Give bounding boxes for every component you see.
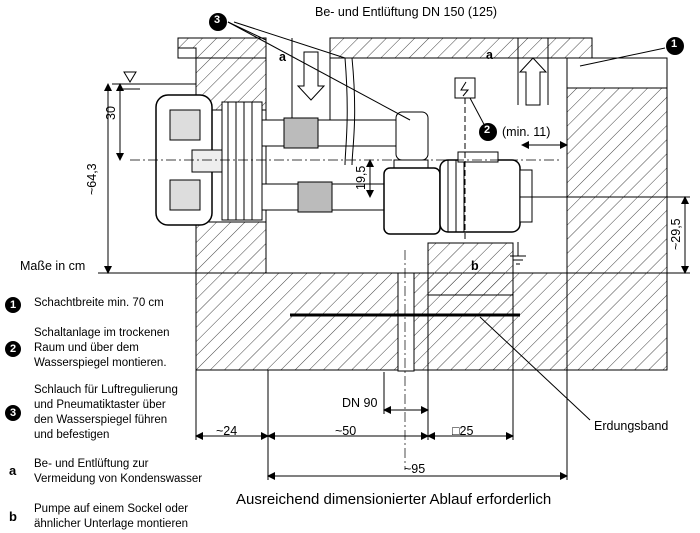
dim-25: □25 — [452, 424, 474, 438]
drain-pipe — [397, 272, 415, 372]
grounding-label: Erdungsband — [594, 419, 669, 433]
legend-mark-3: 3 — [5, 405, 21, 421]
water-level-icon — [123, 71, 137, 83]
right-wall — [566, 57, 668, 371]
vent-up-arrow — [518, 57, 548, 106]
dim-24: ~24 — [216, 424, 238, 438]
right-wall-gap — [566, 57, 668, 89]
label-a-left: a — [279, 50, 286, 64]
dn90-label: DN 90 — [342, 396, 378, 410]
dim-19-5: 19,5 — [354, 165, 368, 190]
legend-mark-1: 1 — [5, 297, 21, 313]
pump-housing — [383, 167, 441, 235]
dim-95: ~95 — [404, 462, 426, 476]
callout-2-note: (min. 11) — [502, 125, 551, 139]
callout-1-number: 1 — [671, 38, 678, 50]
callout-3-number: 3 — [214, 14, 221, 26]
dim-64-3: ~64,3 — [85, 163, 99, 195]
callout-1-circle — [666, 37, 684, 55]
legend-text-1: Schachtbreite min. 70 cm — [34, 297, 164, 309]
legend-text-2: Schaltanlage im trockenen Raum und über … — [34, 327, 170, 369]
pump-motor — [439, 159, 521, 233]
legend-mark-b: b — [9, 509, 17, 524]
pressure-pipe — [261, 119, 403, 147]
legend-mark-2: 2 — [5, 341, 21, 357]
vent-header-label: Be- und Entlüftung DN 150 (125) — [315, 5, 498, 19]
callout-3-circle — [209, 13, 227, 31]
legend-mark-a: a — [9, 463, 17, 478]
valve — [395, 111, 429, 161]
top-slab-right — [329, 37, 593, 59]
pump-plinth — [427, 242, 514, 296]
bottom-note: Ausreichend dimensionierter Ablauf erfor… — [236, 491, 552, 508]
units-label: Maße in cm — [20, 259, 86, 273]
callout-2-number: 2 — [484, 124, 491, 136]
legend-text-3: Schlauch für Luftregulierung und Pneumat… — [34, 384, 178, 441]
label-b: b — [471, 259, 479, 273]
dim-50: ~50 — [335, 424, 357, 438]
legend-text-b: Pumpe auf einem Sockel oder ähnlicher Un… — [34, 503, 189, 530]
switch-box — [454, 77, 476, 99]
air-hose — [344, 57, 348, 166]
pool-rim — [177, 47, 197, 59]
wall-flange — [221, 101, 263, 221]
legend-text-a: Be- und Entlüftung zur Vermeidung von Ko… — [34, 458, 203, 485]
vent-down-arrow — [296, 51, 326, 101]
dim-30: 30 — [104, 106, 118, 120]
callout-2-circle — [479, 123, 497, 141]
dim-29-5: ~29,5 — [669, 218, 683, 250]
label-a-right: a — [486, 48, 493, 62]
